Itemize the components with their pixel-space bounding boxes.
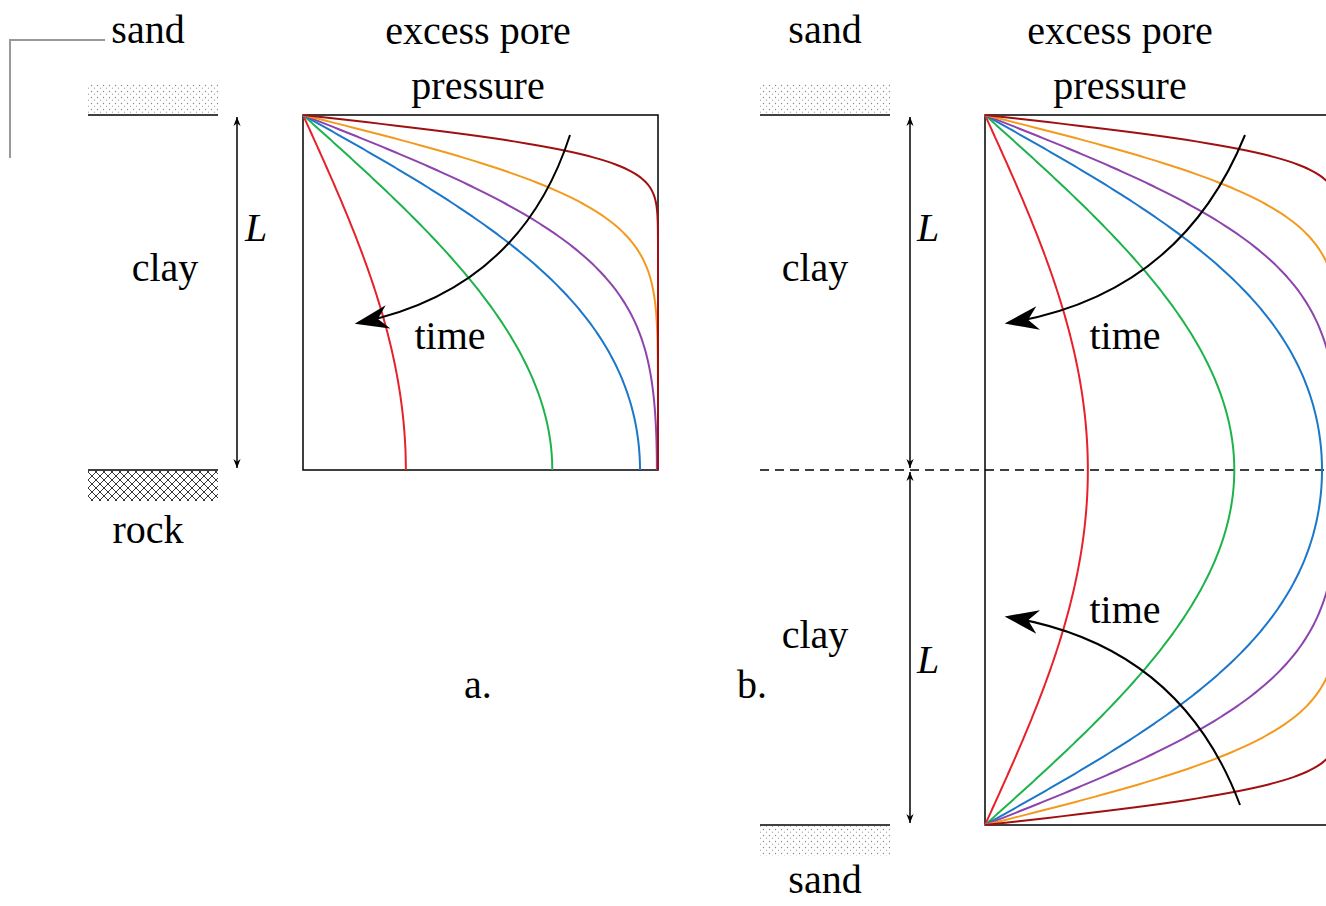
isochrone-curve [985, 115, 1326, 825]
material-label: sand [788, 8, 861, 52]
time-arrow [1008, 135, 1245, 323]
material-label: clay [132, 246, 199, 290]
plot-frame [303, 115, 658, 470]
dimension-label: L [917, 638, 939, 682]
annotation: time [411, 314, 488, 358]
plot-frame [985, 115, 1326, 825]
dimension-label: L [245, 206, 267, 250]
time-arrow [358, 135, 570, 323]
annotation: time [1086, 314, 1163, 358]
isochrone-curve [303, 115, 552, 470]
time-arrow [1008, 617, 1240, 805]
dimension-label: L [917, 206, 939, 250]
isochrone-curve [303, 115, 640, 470]
dimension-arrow [909, 117, 911, 468]
isochrone-curve [985, 115, 1234, 825]
axis-title: excess pore pressure [975, 3, 1265, 113]
boundary-line [760, 114, 890, 116]
sand-layer [760, 826, 890, 856]
isochrone-curve [985, 115, 1088, 825]
boundary-line [88, 114, 218, 116]
material-label: clay [782, 246, 849, 290]
material-label: clay [782, 613, 849, 657]
isochrone-curve [303, 115, 658, 470]
rock-layer [88, 471, 218, 501]
isochrone-curve [985, 115, 1326, 825]
boundary-line [760, 824, 890, 826]
isochrone-curve [985, 115, 1326, 825]
panel-label: a. [464, 663, 492, 707]
dimension-arrow [909, 472, 911, 823]
boundary-line [88, 469, 218, 471]
material-label: sand [111, 8, 184, 52]
sand-layer [88, 84, 218, 114]
sand-layer [760, 84, 890, 114]
mid-line [760, 469, 1326, 471]
isochrone-curve [303, 115, 658, 470]
dimension-arrow [236, 117, 238, 468]
material-label: sand [788, 858, 861, 902]
isochrone-curve [303, 115, 406, 470]
material-label: rock [112, 508, 183, 552]
panel-label: b. [737, 663, 767, 707]
axis-title: excess pore pressure [333, 3, 623, 113]
isochrone-curve [303, 115, 657, 470]
annotation: time [1086, 588, 1163, 632]
isochrone-curve [985, 115, 1322, 825]
